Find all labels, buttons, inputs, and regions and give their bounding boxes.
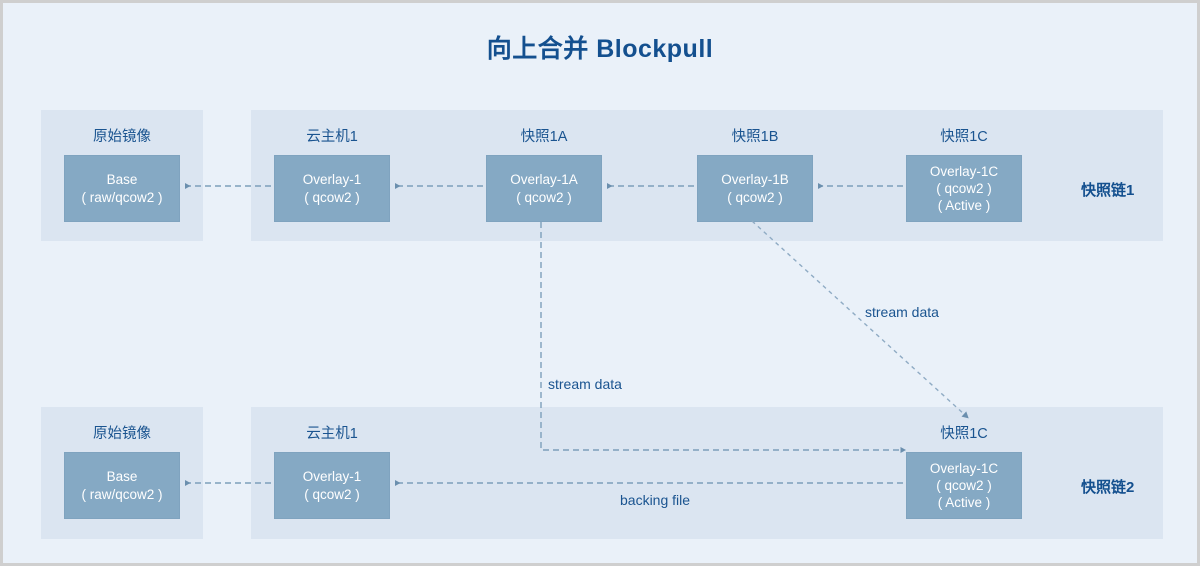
page-title: 向上合并 Blockpull bbox=[486, 35, 714, 63]
node-line: Base bbox=[106, 172, 138, 188]
node-line: Overlay-1 bbox=[302, 172, 362, 188]
node-line: ( qcow2 ) bbox=[936, 477, 992, 493]
node-line: Overlay-1A bbox=[510, 172, 578, 188]
node-overlay1-chain2[interactable]: Overlay-1 ( qcow2 ) bbox=[274, 452, 390, 519]
chain-label-1: 快照链1 bbox=[1081, 182, 1135, 199]
node-line: Overlay-1C bbox=[929, 460, 999, 476]
node-line: Base bbox=[106, 469, 138, 485]
node-base-chain1[interactable]: Base ( raw/qcow2 ) bbox=[64, 155, 180, 222]
node-overlay1c-chain2[interactable]: Overlay-1C ( qcow2 ) ( Active ) bbox=[906, 452, 1022, 519]
node-line: ( raw/qcow2 ) bbox=[81, 189, 163, 205]
group-label-vm1-chain2: 云主机1 bbox=[306, 426, 358, 442]
group-label-snap1c-chain2: 快照1C bbox=[940, 426, 988, 442]
chain-label-2: 快照链2 bbox=[1081, 479, 1135, 496]
edge-label-backing-file: backing file bbox=[620, 492, 691, 508]
node-base-chain2[interactable]: Base ( raw/qcow2 ) bbox=[64, 452, 180, 519]
group-label-origin-chain2: 原始镜像 bbox=[93, 426, 151, 442]
node-line: ( qcow2 ) bbox=[516, 189, 572, 205]
node-overlay1b[interactable]: Overlay-1B ( qcow2 ) bbox=[697, 155, 813, 222]
node-overlay1a[interactable]: Overlay-1A ( qcow2 ) bbox=[486, 155, 602, 222]
node-line: ( Active ) bbox=[937, 495, 991, 511]
group-label-vm1-chain1: 云主机1 bbox=[306, 129, 358, 145]
node-overlay1-chain1[interactable]: Overlay-1 ( qcow2 ) bbox=[274, 155, 390, 222]
node-line: ( qcow2 ) bbox=[304, 486, 360, 502]
node-line: ( qcow2 ) bbox=[727, 189, 783, 205]
node-line: Overlay-1 bbox=[302, 469, 362, 485]
node-line: ( raw/qcow2 ) bbox=[81, 486, 163, 502]
node-line: Overlay-1C bbox=[929, 163, 999, 179]
group-label-origin-chain1: 原始镜像 bbox=[93, 129, 151, 145]
edge-label-stream-data-left: stream data bbox=[548, 376, 622, 392]
edge-label-stream-data-right: stream data bbox=[865, 304, 939, 320]
group-label-snap1b: 快照1B bbox=[731, 129, 779, 145]
node-line: Overlay-1B bbox=[721, 172, 789, 188]
group-label-snap1c: 快照1C bbox=[940, 129, 988, 145]
node-line: ( qcow2 ) bbox=[936, 180, 992, 196]
group-label-snap1a: 快照1A bbox=[520, 129, 568, 145]
node-overlay1c-chain1[interactable]: Overlay-1C ( qcow2 ) ( Active ) bbox=[906, 155, 1022, 222]
node-line: ( qcow2 ) bbox=[304, 189, 360, 205]
node-line: ( Active ) bbox=[937, 198, 991, 214]
